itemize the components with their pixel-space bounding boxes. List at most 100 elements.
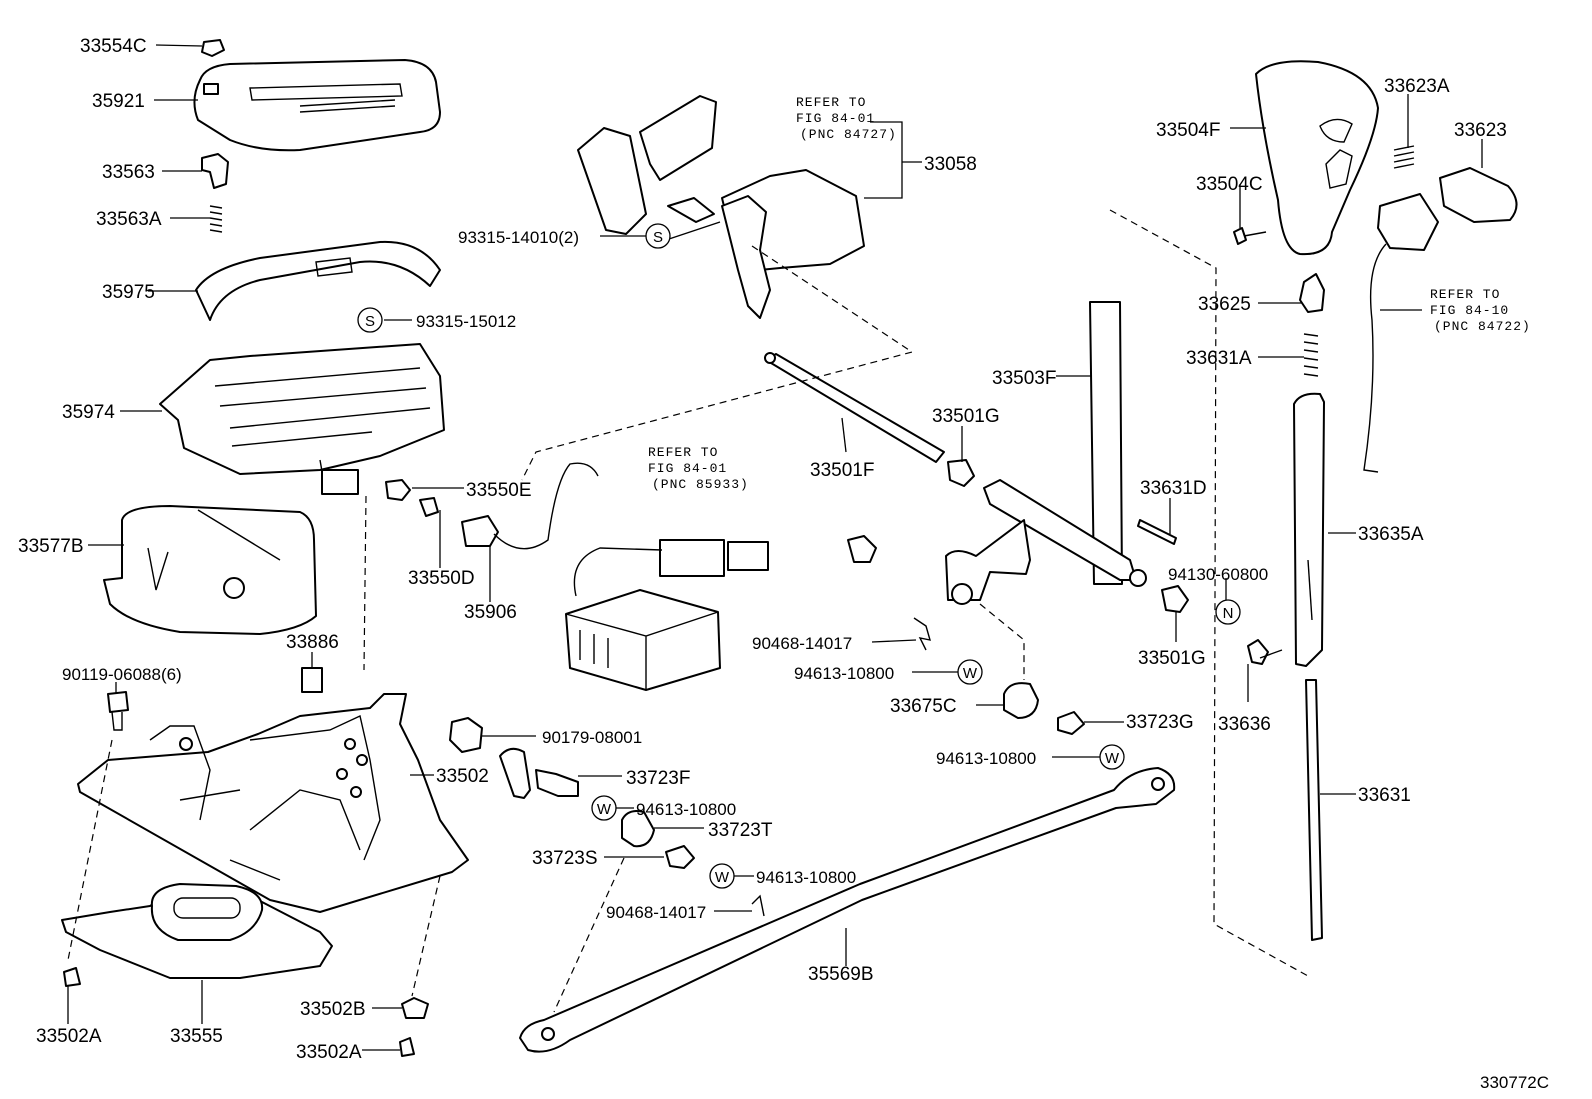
label-33563a: 33563A (96, 209, 162, 230)
symbol-n: N (1215, 599, 1241, 625)
label-33503f: 33503F (992, 368, 1056, 389)
symbol-w-2: W (1099, 744, 1125, 770)
label-33636: 33636 (1218, 714, 1271, 735)
part-33636-clip (1247, 639, 1269, 665)
label-33623a: 33623A (1384, 76, 1450, 97)
part-33631-rod (1305, 679, 1323, 941)
label-33723f: 33723F (626, 768, 690, 789)
label-94613-10800-c: 94613-10800 (794, 664, 894, 683)
label-35974: 35974 (62, 402, 115, 423)
label-33502: 33502 (436, 766, 489, 787)
part-85933-computer (565, 589, 721, 691)
label-94130-60800: 94130-60800 (1168, 565, 1268, 584)
part-33886-stopper (301, 667, 323, 693)
part-33623-button (1439, 167, 1518, 223)
symbol-s-left: S (357, 307, 383, 333)
symbol-w-1: W (957, 659, 983, 685)
svg-text:(PNC 84722): (PNC 84722) (1434, 319, 1531, 334)
leader-lines (67, 44, 1483, 1051)
assembly-guides (67, 209, 1309, 1013)
symbol-s-upper: S (645, 223, 671, 249)
part-33577b-boot (103, 505, 317, 635)
part-od-switch (1377, 193, 1439, 251)
part-33503f-tube (1089, 301, 1123, 585)
part-33502a-clip-left (63, 967, 81, 987)
part-35569b-control-rod (519, 767, 1176, 1053)
label-33631d: 33631D (1140, 478, 1207, 499)
part-33502a-clip-bottom (399, 1037, 415, 1057)
part-33554c-cap (201, 39, 225, 57)
part-link (499, 747, 531, 799)
svg-text:REFER TO: REFER TO (796, 95, 866, 110)
part-33502b-cushion (401, 997, 429, 1019)
part-33563a-spring (209, 205, 223, 233)
part-90119-bolt (107, 691, 129, 713)
label-33635a: 33635A (1358, 524, 1424, 545)
part-33625-block (1299, 273, 1325, 313)
label-90468-14017-a: 90468-14017 (606, 903, 706, 922)
part-35975-slide-cover (195, 240, 441, 321)
svg-text:W: W (715, 869, 730, 886)
symbol-markers: S S W W W W N (357, 223, 1241, 889)
label-90179-08001: 90179-08001 (542, 728, 642, 747)
svg-text:S: S (653, 229, 663, 246)
part-90179-nut (449, 717, 483, 753)
part-33501g-bushing-lower (1161, 585, 1189, 613)
part-35906-switch (461, 515, 499, 547)
part-33501g-bushing-upper (947, 459, 975, 487)
part-33635a-lever (1293, 392, 1325, 667)
part-33504c-screw (1233, 227, 1247, 245)
label-33886: 33886 (286, 632, 339, 653)
part-33631a-spring (1303, 333, 1319, 377)
label-33502a-bottom: 33502A (296, 1042, 362, 1063)
label-35975: 35975 (102, 282, 155, 303)
label-33502b: 33502B (300, 999, 366, 1020)
svg-text:FIG 84-01: FIG 84-01 (648, 461, 727, 476)
part-33504f-knob (1255, 60, 1379, 256)
svg-text:REFER TO: REFER TO (1430, 287, 1500, 302)
label-33501g-upper: 33501G (932, 406, 1000, 427)
part-drawings (61, 39, 1518, 1057)
part-33501f-shaft (765, 353, 945, 463)
svg-text:W: W (1105, 750, 1120, 767)
label-35906: 35906 (464, 602, 517, 623)
reference-note-85933: REFER TO FIG 84-01 (PNC 85933) (648, 445, 749, 492)
part-33723f-pin (535, 769, 579, 797)
label-33555: 33555 (170, 1026, 223, 1047)
svg-text:(PNC 84727): (PNC 84727) (800, 127, 897, 142)
part-33502-shift-base (77, 693, 469, 913)
svg-text:W: W (963, 665, 978, 682)
label-35921: 35921 (92, 91, 145, 112)
label-33504c: 33504C (1196, 174, 1263, 195)
part-33058-switch-assembly (577, 127, 647, 235)
part-33563-clip (201, 153, 229, 189)
symbol-w-4: W (709, 863, 735, 889)
label-93315-14010: 93315-14010(2) (458, 228, 579, 247)
part-33550d-bulb (419, 497, 439, 517)
label-33625: 33625 (1198, 294, 1251, 315)
part-33623a-spring (1393, 145, 1415, 169)
reference-note-84727: REFER TO FIG 84-01 (PNC 84727) (796, 95, 897, 142)
svg-text:N: N (1223, 605, 1234, 622)
label-90468-14017-b: 90468-14017 (752, 634, 852, 653)
part-90468-clip (913, 617, 931, 651)
diagram-id: 330772C (1480, 1073, 1549, 1092)
label-33623: 33623 (1454, 120, 1507, 141)
svg-text:W: W (597, 801, 612, 818)
label-93315-15012: 93315-15012 (416, 312, 516, 331)
part-33723s-collar (665, 845, 695, 869)
label-33723s: 33723S (532, 848, 598, 869)
symbol-w-3: W (591, 795, 617, 821)
part-bushing-middle (847, 535, 877, 563)
svg-text:(PNC 85933): (PNC 85933) (652, 477, 749, 492)
svg-text:FIG 84-10: FIG 84-10 (1430, 303, 1509, 318)
reference-note-84722: REFER TO FIG 84-10 (PNC 84722) (1430, 287, 1531, 334)
label-33501f: 33501F (810, 460, 874, 481)
part-33675c-bushing (1003, 682, 1039, 719)
part-33550e-bulb (385, 479, 411, 501)
label-33563: 33563 (102, 162, 155, 183)
part-33723g-collar (1057, 711, 1085, 735)
label-33058: 33058 (924, 154, 977, 175)
